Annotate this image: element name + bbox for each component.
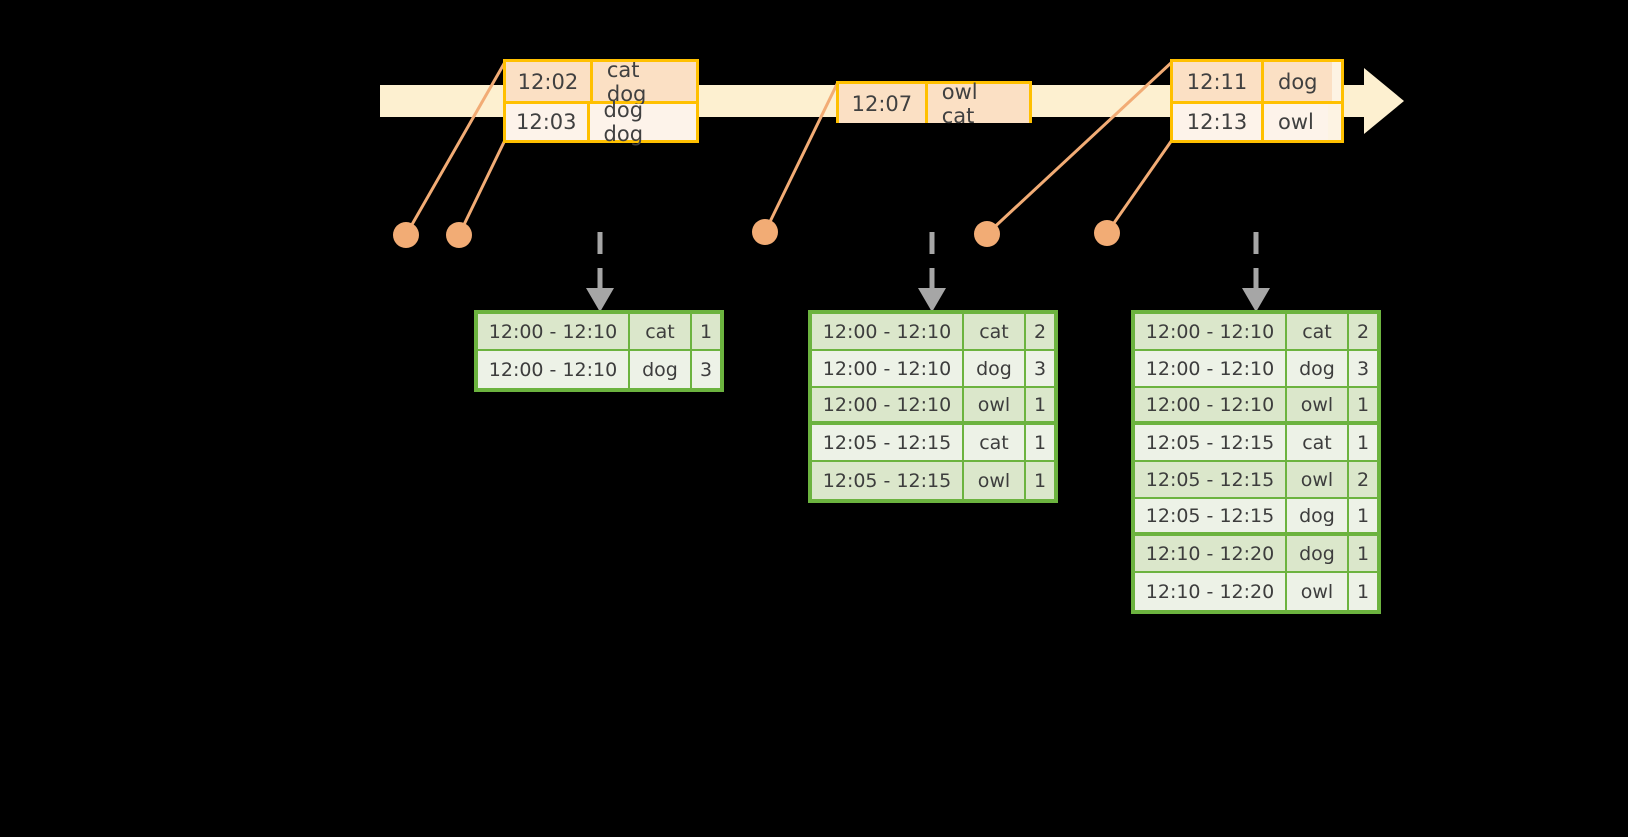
cell-count: 3 — [1026, 351, 1054, 386]
cell-word: owl — [1287, 388, 1349, 421]
connector-dot — [974, 221, 1000, 247]
event-time: 12:13 — [1173, 104, 1261, 140]
cell-word: dog — [630, 351, 692, 388]
cell-word: owl — [964, 388, 1026, 421]
cell-window: 12:00 - 12:10 — [478, 314, 630, 349]
cell-count: 1 — [1349, 536, 1377, 571]
cell-count: 2 — [1349, 462, 1377, 497]
event-group-3[interactable]: 12:11 dog 12:13 owl — [1170, 59, 1344, 143]
cell-window: 12:00 - 12:10 — [1135, 351, 1287, 386]
cell-window: 12:05 - 12:15 — [1135, 462, 1287, 497]
cell-count: 2 — [1026, 314, 1054, 349]
cell-word: dog — [1287, 499, 1349, 532]
cell-count: 1 — [1026, 462, 1054, 499]
cell-word: owl — [1287, 573, 1349, 610]
event-words: dog — [1261, 62, 1332, 101]
connector-dot — [393, 222, 419, 248]
cell-count: 1 — [1026, 425, 1054, 460]
event-time: 12:03 — [506, 104, 587, 140]
cell-word: cat — [964, 314, 1026, 349]
cell-word: owl — [964, 462, 1026, 499]
event-words: owl cat — [924, 80, 1029, 128]
event-row[interactable]: 12:07 owl cat — [839, 80, 1029, 128]
cell-window: 12:05 - 12:15 — [1135, 425, 1287, 460]
cell-word: dog — [1287, 536, 1349, 571]
cell-count: 2 — [1349, 314, 1377, 349]
event-words: dog dog — [586, 98, 696, 146]
cell-word: owl — [1287, 462, 1349, 497]
cell-count: 1 — [692, 314, 720, 349]
event-group-1[interactable]: 12:02 cat dog 12:03 dog dog — [503, 58, 699, 146]
cell-window: 12:00 - 12:10 — [1135, 314, 1287, 349]
dashed-arrows — [597, 232, 1259, 288]
connector-dot — [1094, 220, 1120, 246]
event-row[interactable]: 12:03 dog dog — [506, 98, 696, 146]
connector-dots — [393, 219, 1120, 248]
connector-dot — [752, 219, 778, 245]
cell-word: dog — [964, 351, 1026, 386]
cell-word: cat — [964, 425, 1026, 460]
cell-word: cat — [1287, 425, 1349, 460]
cell-window: 12:00 - 12:10 — [812, 314, 964, 349]
cell-window: 12:05 - 12:15 — [812, 425, 964, 460]
cell-count: 1 — [1349, 499, 1377, 532]
event-row[interactable]: 12:11 dog — [1173, 62, 1341, 101]
cell-count: 1 — [1026, 388, 1054, 421]
cell-window: 12:00 - 12:10 — [812, 351, 964, 386]
event-time: 12:11 — [1173, 62, 1261, 101]
event-time: 12:07 — [839, 84, 925, 123]
event-group-2[interactable]: 12:07 owl cat — [836, 80, 1032, 128]
connector-dot — [446, 222, 472, 248]
cell-count: 1 — [1349, 573, 1377, 610]
cell-window: 12:10 - 12:20 — [1135, 573, 1287, 610]
event-words: cat dog — [589, 58, 696, 106]
cell-window: 12:00 - 12:10 — [478, 351, 630, 388]
event-row[interactable]: 12:02 cat dog — [506, 58, 696, 106]
cell-window: 12:00 - 12:10 — [812, 388, 964, 421]
cell-window: 12:10 - 12:20 — [1135, 536, 1287, 571]
cell-window: 12:05 - 12:15 — [1135, 499, 1287, 532]
cell-word: cat — [1287, 314, 1349, 349]
cell-window: 12:05 - 12:15 — [812, 462, 964, 499]
event-words: owl — [1261, 104, 1328, 140]
event-row[interactable]: 12:13 owl — [1173, 101, 1341, 140]
cell-window: 12:00 - 12:10 — [1135, 388, 1287, 421]
dashed-arrow-heads — [586, 288, 1270, 312]
cell-count: 3 — [1349, 351, 1377, 386]
cell-count: 1 — [1349, 425, 1377, 460]
cell-count: 3 — [692, 351, 720, 388]
event-time: 12:02 — [506, 62, 590, 101]
cell-word: cat — [630, 314, 692, 349]
cell-word: dog — [1287, 351, 1349, 386]
cell-count: 1 — [1349, 388, 1377, 421]
